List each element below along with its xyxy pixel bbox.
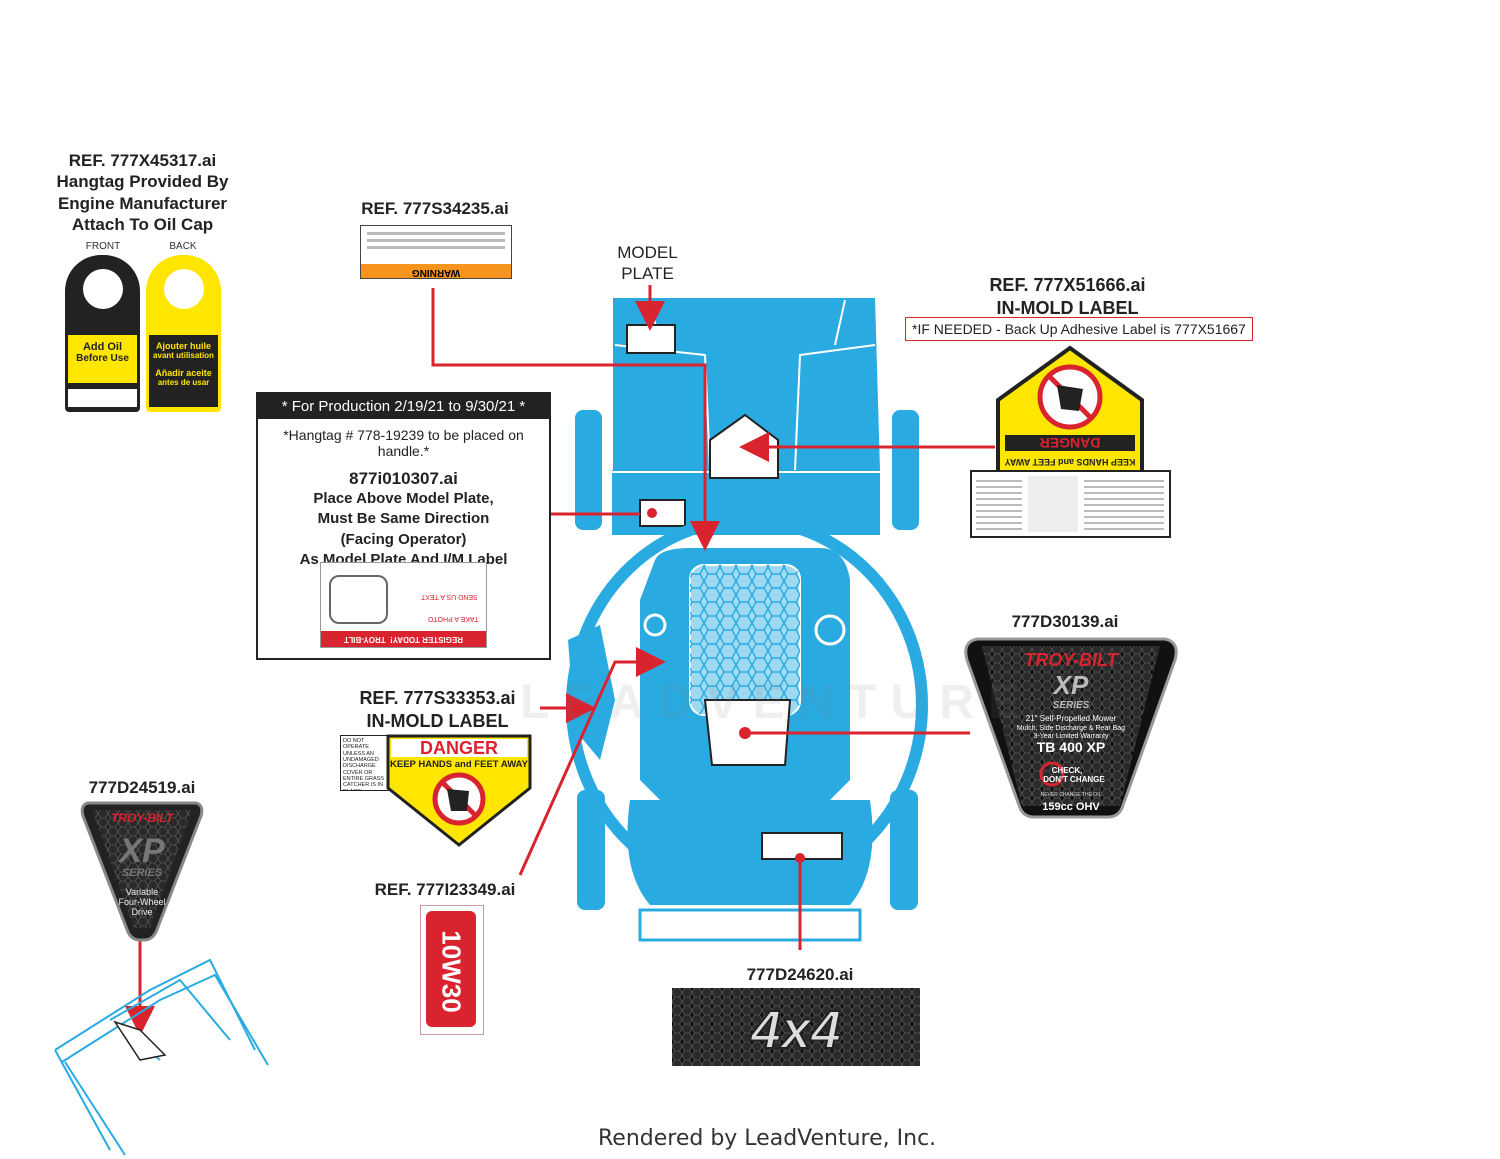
- tag-photo-text: TAKE A PHOTO: [427, 615, 478, 622]
- hangtag-front-text2: Before Use: [76, 353, 129, 364]
- model-plate-callout: MODEL PLATE: [605, 242, 690, 285]
- handle-brand: TROY-BILT: [111, 811, 175, 825]
- production-box: * For Production 2/19/21 to 9/30/21 * *H…: [256, 392, 551, 660]
- hangtag-spot: [639, 499, 686, 527]
- in-mold-top-note: *IF NEEDED - Back Up Adhesive Label is 7…: [905, 317, 1253, 341]
- oil-label-ref: REF. 777I23349.ai: [374, 880, 516, 899]
- four-label-ref: 777D24620.ai: [746, 965, 854, 984]
- gear-icon: [164, 269, 204, 309]
- danger-side-text: DANGER: [420, 738, 498, 758]
- front-housing: [627, 800, 873, 905]
- footer-credit: Rendered by LeadVenture, Inc.: [598, 1126, 937, 1151]
- oil-text: 10W30: [436, 930, 467, 1013]
- hangtag-back-label: BACK: [169, 241, 197, 252]
- hangtag-front-text1: Add Oil: [82, 341, 123, 353]
- deck-check1: CHECK,: [1052, 766, 1083, 775]
- model-plate-spot: [626, 324, 676, 354]
- hangtag-callout: REF. 777X45317.ai Hangtag Provided By En…: [35, 150, 250, 235]
- deck-series2: SERIES: [1053, 700, 1090, 711]
- deck-label-badge: TROY-BILT XP SERIES 21" Self-Propelled M…: [964, 637, 1178, 819]
- handle-drive2: Four-Wheel: [118, 897, 165, 907]
- danger-label-side: DANGER KEEP HANDS and FEET AWAY: [386, 734, 532, 847]
- handle-label-ref: 777D24519.ai: [88, 778, 196, 797]
- hangtag-line2: Engine Manufacturer: [57, 193, 228, 213]
- danger-label-top: DANGER KEEP HANDS and FEET AWAY: [996, 345, 1144, 475]
- deck-desc1: 21" Self-Propelled Mower: [1026, 714, 1117, 723]
- side-in-mold-subtitle: IN-MOLD LABEL: [366, 710, 509, 731]
- hangtag-line3: Attach To Oil Cap: [71, 214, 214, 234]
- warning-label: WARNING: [360, 225, 512, 279]
- wheel-right-top: [892, 410, 919, 530]
- production-ref: 877i010307.ai: [349, 469, 458, 488]
- in-mold-top-callout: REF. 777X51666.ai IN-MOLD LABEL: [955, 274, 1180, 319]
- in-mold-top-ref: REF. 777X51666.ai: [989, 275, 1146, 295]
- model-plate-line2: PLATE: [621, 264, 674, 284]
- keep-hands-side-text: KEEP HANDS and FEET AWAY: [390, 759, 529, 770]
- side-in-mold-ref: REF. 777S33353.ai: [359, 688, 516, 708]
- handle-illustration: [54, 958, 269, 1156]
- four-label-badge: 4x4: [672, 988, 920, 1066]
- deck-warranty: 3-Year Limited Warranty: [1034, 733, 1109, 740]
- hangtag-front: Add Oil Before Use: [65, 255, 140, 412]
- callout-arrows: [125, 285, 995, 1036]
- register-tag: TAKE A PHOTO SEND US A TEXT REGISTER TOD…: [320, 562, 487, 648]
- tag-brand-text: TROY-BILT: [344, 635, 386, 644]
- side-in-mold-callout: REF. 777S33353.ai IN-MOLD LABEL: [340, 687, 535, 732]
- side-discharge: [568, 625, 615, 760]
- production-note: *Hangtag # 778-19239 to be placed on han…: [283, 427, 524, 459]
- tag-text-text: SEND US A TEXT: [421, 593, 478, 600]
- tag-register-text: REGISTER TODAY!: [390, 635, 463, 644]
- hangtag-back-text4: antes de usar: [157, 378, 210, 387]
- handle-label-badge: TROY-BILT XP SERIES Variable Four-Wheel …: [80, 801, 204, 942]
- oil-label: 10W30: [420, 905, 484, 1035]
- engine: [640, 548, 850, 805]
- gear-icon: [83, 269, 123, 309]
- hand-icon: [1057, 385, 1083, 411]
- hangtag-back: Ajouter huile avant utilisation Añadir a…: [146, 255, 221, 412]
- handle-drive1: Variable: [126, 887, 158, 897]
- in-mold-top-subtitle: IN-MOLD LABEL: [996, 297, 1139, 318]
- grass-bag: [612, 298, 880, 535]
- warning-title: WARNING: [361, 264, 511, 278]
- handle-series1: XP: [117, 832, 165, 870]
- production-line-0: Place Above Model Plate,: [313, 490, 494, 507]
- deck-brand: TROY-BILT: [1024, 650, 1119, 670]
- wheel-left-front: [577, 790, 605, 910]
- handle-drive3: Drive: [131, 907, 152, 917]
- production-line-2: (Facing Operator): [340, 530, 467, 548]
- wheel-left-top: [575, 410, 602, 530]
- deck-check2: DON'T CHANGE: [1043, 775, 1105, 784]
- watermark: LEADVENTURE: [520, 676, 1035, 729]
- hangtag-back-text1: Ajouter huile: [155, 341, 211, 351]
- safety-decal: [970, 470, 1171, 538]
- hangtag-back-text2: avant utilisation: [153, 351, 214, 360]
- model-plate-line1: MODEL: [617, 243, 678, 262]
- hangtag-front-label: FRONT: [85, 241, 121, 252]
- hangtag-line1: Hangtag Provided By: [56, 172, 229, 192]
- deck-desc2: Mulch, Side Discharge & Rear Bag: [1017, 725, 1125, 732]
- deck-label-ref: 777D30139.ai: [1011, 612, 1119, 631]
- deck-engine: 159cc OHV: [1042, 801, 1100, 813]
- deck-series1: XP: [1052, 670, 1089, 700]
- deck-model: TB 400 XP: [1037, 739, 1105, 755]
- hangtag-ref: REF. 777X45317.ai: [68, 151, 217, 170]
- deck-never: NEVER CHANGE THE OIL: [1041, 792, 1102, 798]
- warning-ref: REF. 777S34235.ai: [361, 199, 509, 218]
- keep-hands-top-text: KEEP HANDS and FEET AWAY: [1005, 457, 1136, 467]
- production-header: * For Production 2/19/21 to 9/30/21 *: [258, 394, 549, 419]
- hangtag-back-text3: Añadir aceite: [155, 368, 212, 378]
- wheel-right-front: [890, 790, 918, 910]
- side-discharge-text: DO NOT OPERATE UNLESS AN UNDAMAGED DISCH…: [340, 735, 391, 791]
- four-text: 4x4: [750, 1000, 841, 1060]
- production-line-1: Must Be Same Direction: [317, 510, 490, 528]
- danger-top-text: DANGER: [1040, 435, 1101, 451]
- handle-series2: SERIES: [122, 867, 163, 879]
- hand-icon: [447, 789, 469, 811]
